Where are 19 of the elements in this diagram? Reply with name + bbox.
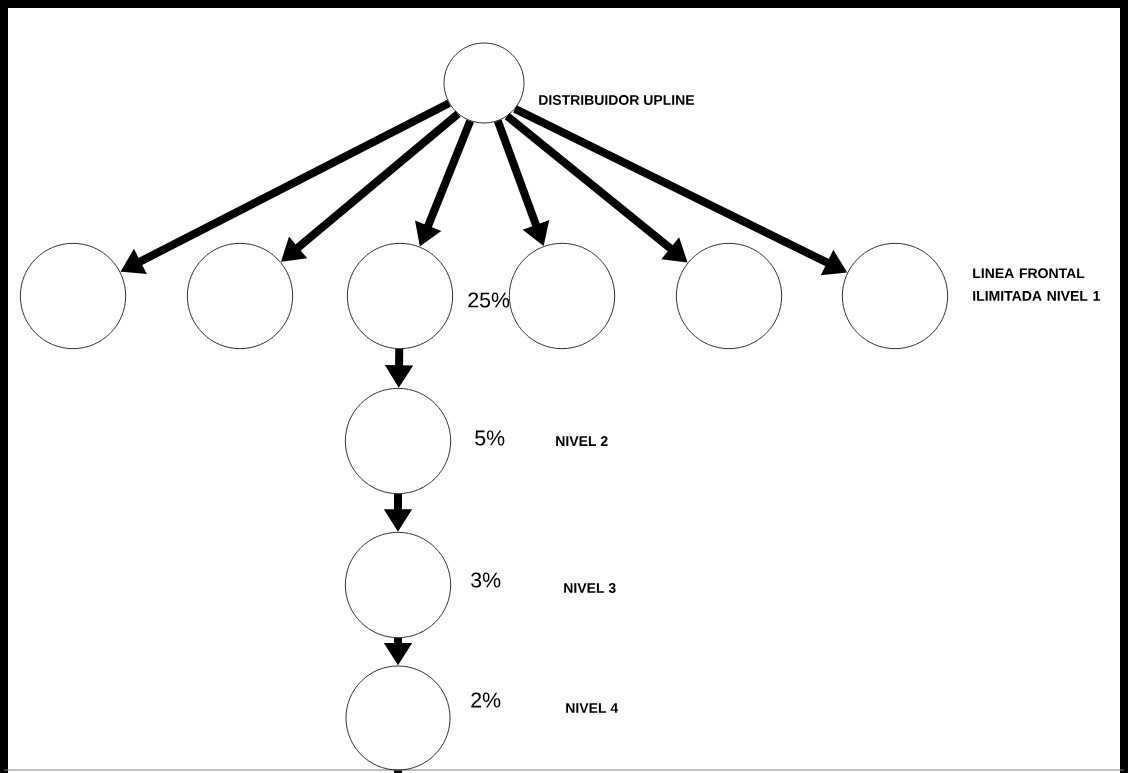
level-label: NIVEL 3 <box>564 583 616 593</box>
circle-node <box>443 42 525 124</box>
percentage-label: 25% <box>468 292 510 308</box>
level-label: LINEA FRONTAL ILIMITADA NIVEL 1 <box>973 268 1100 301</box>
circle-node <box>344 531 452 639</box>
percentage-label: 3% <box>471 572 501 588</box>
level-label: NIVEL 2 <box>556 436 608 446</box>
circle-node <box>841 242 949 350</box>
circle-node <box>186 242 294 350</box>
circle-node <box>344 387 452 495</box>
circle-node <box>346 242 454 350</box>
circle-node <box>19 242 127 350</box>
circle-node <box>675 242 783 350</box>
percentage-label: 5% <box>475 430 505 446</box>
circle-node <box>345 665 451 771</box>
level-label: NIVEL 4 <box>566 703 619 713</box>
percentage-label: 2% <box>471 692 501 708</box>
circle-node <box>508 242 616 350</box>
node-label: DISTRIBUIDOR UPLINE <box>539 95 695 105</box>
